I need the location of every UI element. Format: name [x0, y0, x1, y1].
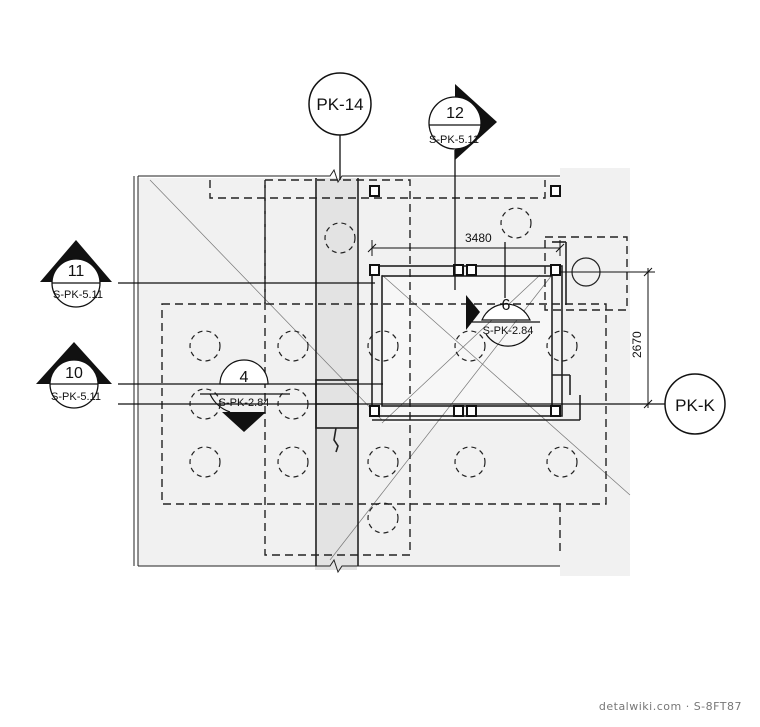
grid-bubble-pkk-label: PK-K: [675, 396, 715, 415]
dimension-vertical: 2670: [630, 331, 644, 358]
slab-background: [138, 168, 630, 576]
detail-marker-6-number: 6: [502, 297, 511, 314]
grid-bubble-pkk: PK-K: [664, 373, 726, 435]
grid-bubble-pk14: PK-14: [308, 72, 372, 136]
section-marker-10-number: 10: [65, 365, 83, 382]
watermark: detalwiki.com · S-8FT87: [598, 700, 742, 713]
section-marker-11-number: 11: [68, 263, 85, 280]
grid-bubble-pk14-label: PK-14: [316, 95, 363, 114]
detail-marker-4: 4 S-PK-2.84: [200, 359, 290, 432]
detail-marker-4-number: 4: [240, 369, 249, 386]
section-marker-12-sheet: S-PK-5.11: [429, 134, 479, 146]
section-marker-11: 11 S-PK-5.11: [40, 240, 112, 308]
posts: [369, 185, 561, 417]
detail-marker-4-sheet: S-PK-2.84: [219, 397, 270, 409]
section-marker-10: 10 S-PK-5.11: [36, 342, 112, 409]
dimension-horizontal: 3480: [465, 231, 492, 245]
detail-marker-6-sheet: S-PK-2.84: [483, 325, 534, 337]
section-marker-10-sheet: S-PK-5.11: [51, 391, 101, 403]
section-marker-12: 12 S-PK-5.11: [428, 84, 497, 160]
dimension-lines: [367, 240, 655, 409]
break-lines: [133, 168, 560, 574]
detail-marker-6: 6 S-PK-2.84: [466, 295, 540, 347]
section-marker-11-sheet: S-PK-5.11: [53, 289, 103, 301]
section-marker-12-number: 12: [446, 105, 464, 122]
